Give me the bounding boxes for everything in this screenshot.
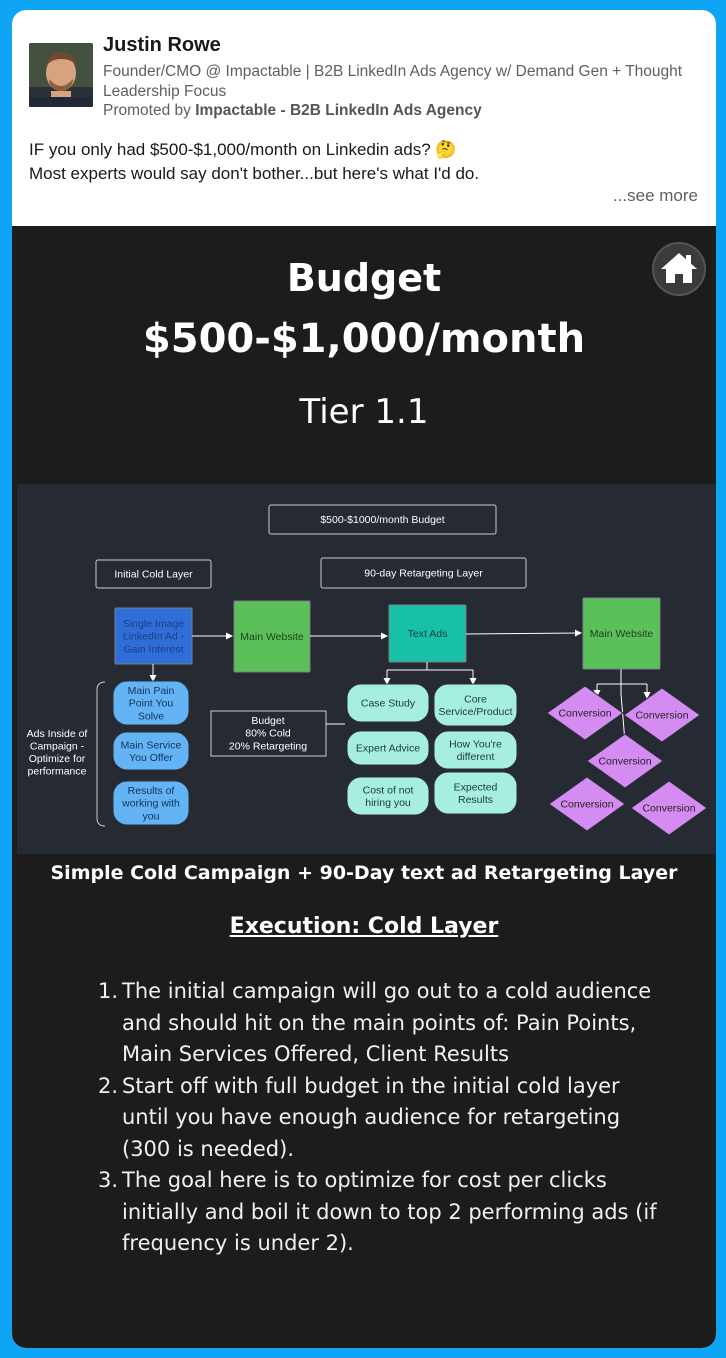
execution-step-text: Start off with full budget in the initia… (122, 1073, 621, 1161)
retarget-ad-right (433, 730, 518, 770)
see-more-link[interactable]: ...see more (612, 186, 698, 205)
ads-inside-campaign-label: performance (28, 766, 87, 778)
execution-title: Execution: Cold Layer (229, 914, 499, 939)
connector-line (465, 629, 582, 637)
main-website-box-2-label: Main Website (590, 628, 654, 640)
budget-split-label: 20% Retargeting (229, 740, 307, 752)
conversion-diamond (623, 687, 701, 743)
budget-split-label: Budget (251, 715, 284, 727)
conversion-label: Conversion (635, 710, 688, 722)
avatar-photo (29, 43, 93, 107)
home-button[interactable] (652, 242, 706, 296)
retarget-ad-left (346, 730, 430, 766)
retarget-ad-left-label: Cost of not (363, 784, 414, 796)
cold-ad-pain-point-label: Solve (138, 710, 164, 722)
conversion-diamond (546, 685, 624, 741)
conversion-label: Conversion (598, 756, 651, 768)
promoted-prefix: Promoted by (103, 102, 191, 119)
retarget-ad-left-label: hiring you (365, 797, 411, 809)
author-headline: Founder/CMO @ Impactable | B2B LinkedIn … (103, 63, 683, 100)
retarget-ad-right-label: How You're (449, 738, 502, 750)
cold-ad-results-label: you (143, 810, 160, 822)
execution-step: 1.The initial campaign will go out to a … (98, 976, 658, 1071)
ads-inside-campaign-label: Ads Inside of (27, 728, 88, 740)
execution-step-number: 3. (98, 1168, 119, 1192)
single-image-ad-box-label: Gain Interest (123, 643, 183, 655)
single-image-ad-box-label: LinkedIn Ad - (123, 631, 185, 643)
post-header: Justin Rowe Founder/CMO @ Impactable | B… (12, 10, 716, 226)
ads-inside-campaign-label: Optimize for (29, 753, 86, 765)
execution-step: 2.Start off with full budget in the init… (98, 1071, 658, 1166)
post-text: IF you only had $500-$1,000/month on Lin… (29, 138, 699, 186)
budget-split-box (210, 710, 327, 757)
budget-header-box-label: $500-$1000/month Budget (320, 514, 444, 526)
execution-step-text: The initial campaign will go out to a co… (122, 979, 652, 1066)
diagram-caption: Simple Cold Campaign + 90-Day text ad Re… (50, 862, 678, 884)
execution-steps: 1.The initial campaign will go out to a … (98, 976, 658, 1260)
conversion-diamond (548, 776, 626, 832)
cold-layer-label-box (95, 559, 212, 589)
home-icon (661, 253, 697, 283)
conversion-diamond (630, 780, 708, 836)
cold-ad-results-label: Results of (128, 785, 175, 797)
promoted-by: Promoted by Impactable - B2B LinkedIn Ad… (103, 102, 482, 120)
retargeting-layer-label-box-label: 90-day Retargeting Layer (364, 568, 483, 580)
text-ads-box-label: Text Ads (408, 628, 448, 640)
retarget-ad-right-label: different (457, 751, 495, 763)
linkedin-post-card: Justin Rowe Founder/CMO @ Impactable | B… (12, 10, 716, 1348)
retarget-ad-right (433, 683, 518, 727)
cold-ad-pain-point-label: Point You (129, 698, 174, 710)
cold-ad-results-label: working with (121, 798, 180, 810)
cold-ad-main-service (112, 731, 190, 771)
slide-title-line-1: Budget (286, 256, 442, 300)
tier-label: Tier 1.1 (299, 392, 429, 432)
execution-step: 3.The goal here is to optimize for cost … (98, 1165, 658, 1260)
author-name[interactable]: Justin Rowe (103, 34, 221, 56)
budget-split-label: 80% Cold (245, 728, 291, 740)
execution-step-text: The goal here is to optimize for cost pe… (122, 1168, 657, 1255)
retargeting-layer-label-box (320, 557, 527, 589)
retarget-ad-right-label: Expected (454, 781, 498, 793)
conversion-label: Conversion (642, 803, 695, 815)
retarget-ad-right (433, 771, 518, 815)
execution-step-number: 1. (98, 979, 119, 1003)
retarget-ad-left (346, 776, 430, 816)
conversion-diamond (586, 733, 664, 789)
author-avatar[interactable] (29, 43, 93, 107)
post-text-line-1: IF you only had $500-$1,000/month on Lin… (29, 140, 457, 159)
retarget-ad-right-label: Results (458, 794, 493, 806)
budget-header-box (268, 504, 497, 535)
ads-bracket (96, 681, 106, 827)
cold-ad-pain-point-label: Main Pain (128, 685, 175, 697)
cold-layer-label-box-label: Initial Cold Layer (114, 569, 193, 581)
main-website-box-1-label: Main Website (240, 631, 304, 643)
post-text-line-2: Most experts would say don't bother...bu… (29, 164, 480, 183)
retarget-ad-right-label: Core (464, 693, 487, 705)
post-image-slide[interactable]: Budget $500-$1,000/month Tier 1.1 $500-$… (12, 226, 716, 1348)
conversion-label: Conversion (560, 799, 613, 811)
cold-ad-results (112, 780, 190, 826)
cold-ad-main-service-label: You Offer (129, 752, 173, 764)
slide-title-line-2: $500-$1,000/month (142, 316, 586, 362)
retarget-ad-left (346, 683, 430, 723)
single-image-ad-box-label: Single Image (123, 618, 184, 630)
cold-ad-pain-point (112, 680, 190, 726)
retarget-ad-right-label: Service/Product (438, 706, 512, 718)
retarget-ad-left-label: Case Study (361, 698, 416, 710)
promoted-company[interactable]: Impactable - B2B LinkedIn Ads Agency (195, 102, 482, 119)
ads-inside-campaign-label: Campaign - (30, 740, 85, 752)
conversion-label: Conversion (558, 708, 611, 720)
execution-step-number: 2. (98, 1073, 119, 1098)
cold-ad-main-service-label: Main Service (121, 739, 182, 751)
retarget-ad-left-label: Expert Advice (356, 743, 420, 755)
